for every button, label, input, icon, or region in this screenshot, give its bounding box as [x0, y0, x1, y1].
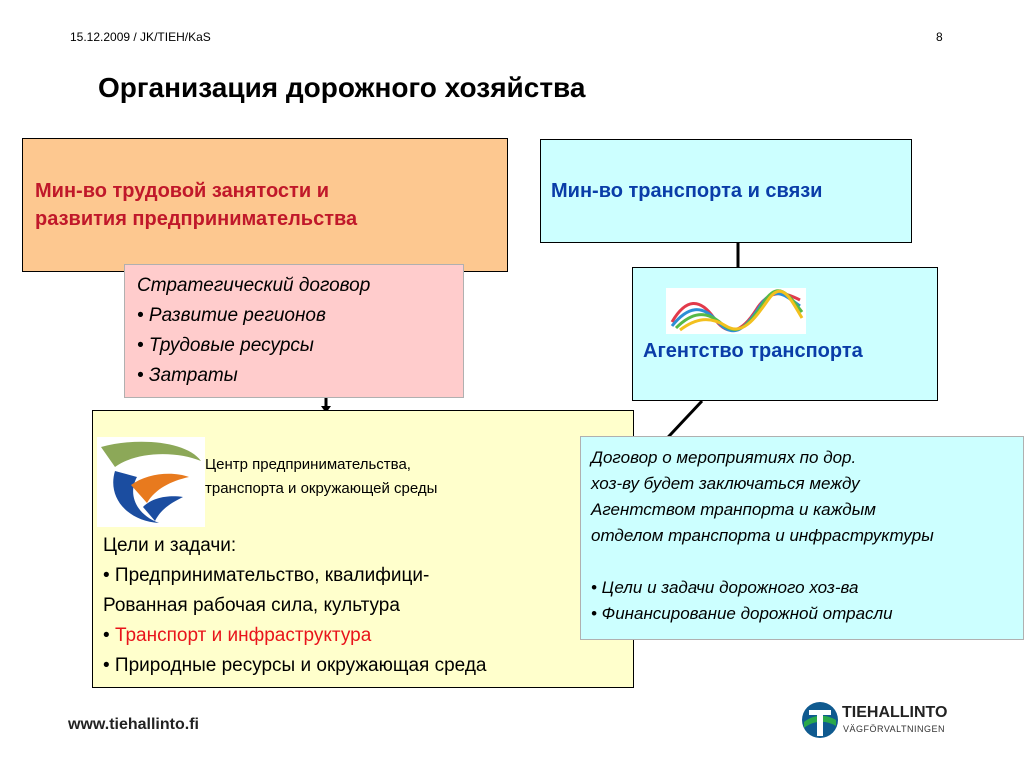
strategic-contract-heading: Стратегический договор	[137, 275, 371, 296]
slide-title: Организация дорожного хозяйства	[98, 72, 586, 103]
arrow-head	[321, 406, 331, 413]
center-name: Центр предпринимательства, транспорта и …	[205, 456, 438, 497]
agreement-item: • Цели и задачи дорожного хоз-ва	[591, 578, 859, 597]
tiehallinto-logo-icon	[802, 702, 838, 738]
transport-agency-label: Агентство транспорта	[643, 340, 863, 362]
wave-logo-icon	[666, 288, 806, 334]
agreement-box: Договор о мероприятиях по дор. хоз-ву бу…	[580, 436, 1024, 640]
goals-heading: Цели и задачи:	[103, 535, 237, 556]
footer-url: www.tiehallinto.fi	[68, 716, 199, 733]
ministry-transport-box: Мин-во транспорта и связи	[540, 139, 912, 243]
center-goals: Цели и задачи: • Предпринимательство, кв…	[103, 531, 487, 681]
strategic-item: • Трудовые ресурсы	[137, 335, 314, 356]
ministry-transport-label: Мин-во транспорта и связи	[551, 180, 823, 202]
goal-item: • Транспорт и инфраструктура	[103, 625, 372, 646]
transport-agency-box: Агентство транспорта	[632, 267, 938, 401]
strategic-item: • Затраты	[137, 365, 238, 386]
goal-item: • Природные ресурсы и окружающая среда	[103, 655, 487, 676]
ely-center-logo-icon	[97, 437, 205, 527]
ministry-labor-label: Мин-во трудовой занятости и развития пре…	[35, 180, 358, 230]
ministry-labor-box: Мин-во трудовой занятости и развития пре…	[22, 138, 508, 272]
goal-item: • Предпринимательство, квалифици-	[103, 565, 430, 586]
goal-highlight: Транспорт и инфраструктура	[114, 625, 372, 646]
strategic-item: • Развитие регионов	[137, 305, 326, 326]
strategic-contract-box: Стратегический договор • Развитие регион…	[124, 264, 464, 398]
agreement-item: • Финансирование дорожной отрасли	[591, 604, 893, 623]
page-number: 8	[936, 30, 943, 44]
center-box: Центр предпринимательства, транспорта и …	[92, 410, 634, 688]
footer-logo-sub: VÄGFÖRVALTNINGEN	[843, 724, 946, 734]
footer-logo-name: TIEHALLINTO	[842, 704, 948, 721]
agreement-text: Договор о мероприятиях по дор. хоз-ву бу…	[591, 445, 934, 627]
slide-meta: 15.12.2009 / JK/TIEH/KaS	[70, 30, 211, 44]
goal-item-cont: Рованная рабочая сила, культура	[103, 595, 400, 616]
